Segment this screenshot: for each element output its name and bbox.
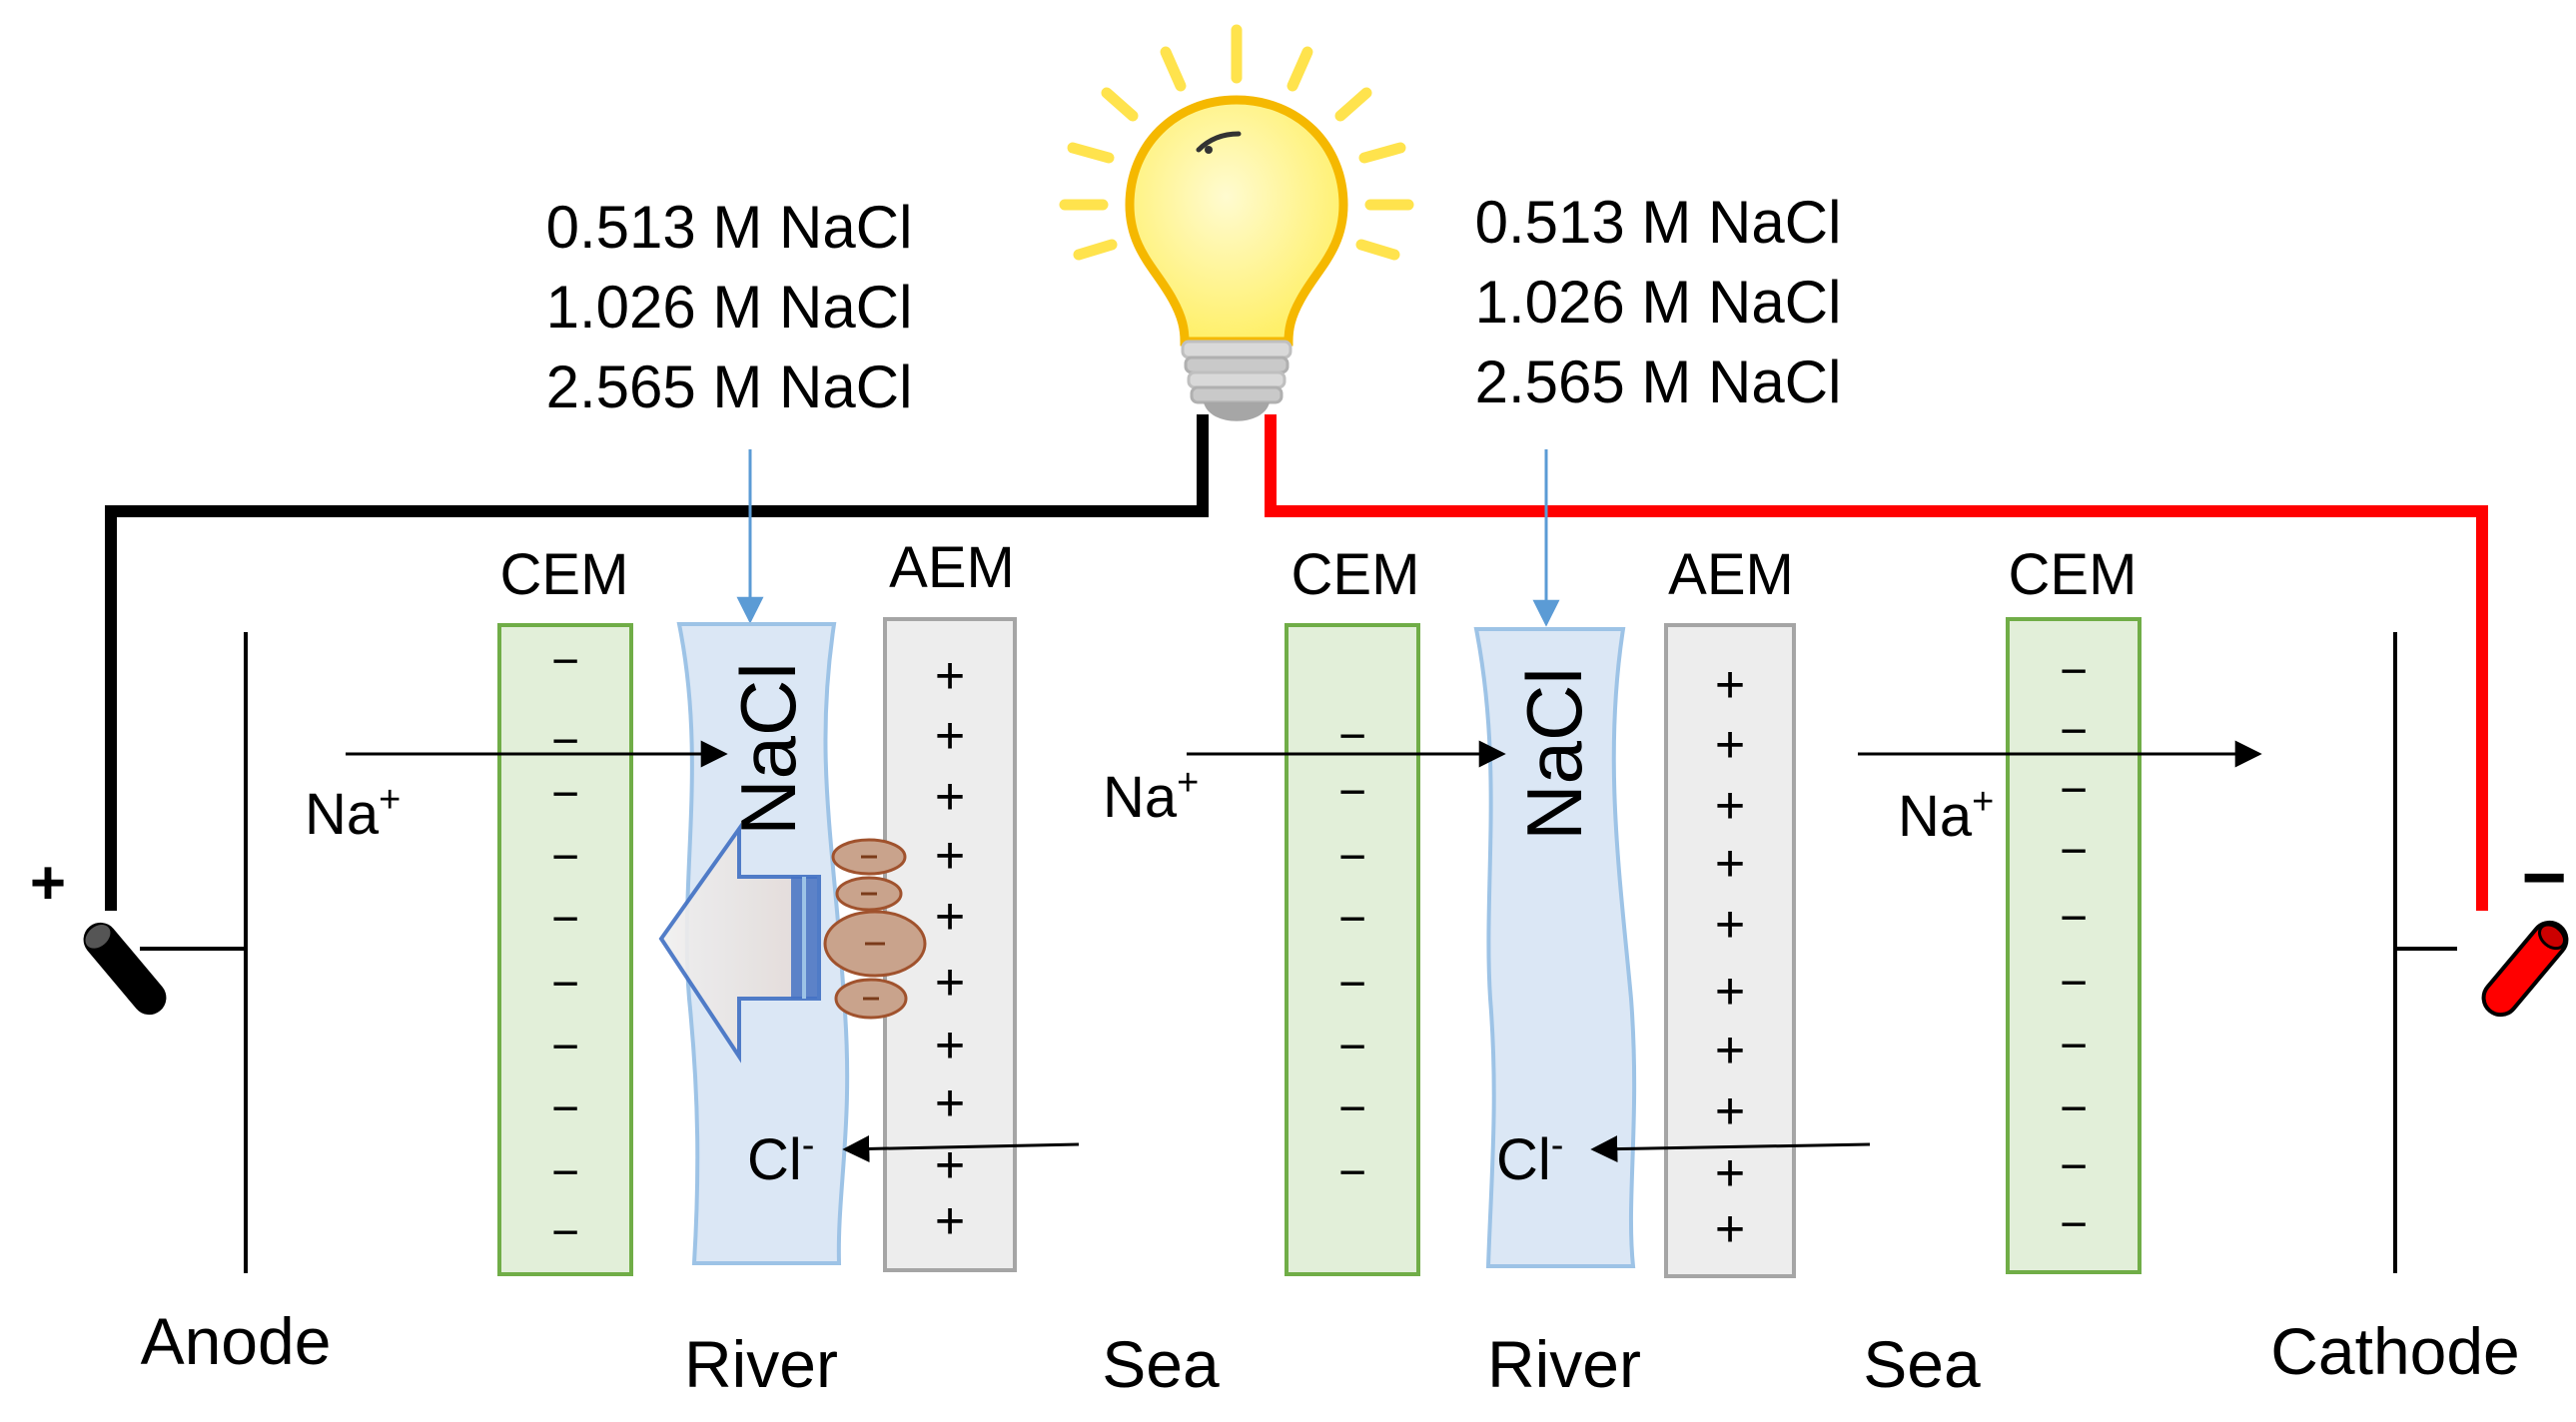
nacl-channel-right: [1473, 627, 1637, 1268]
negative-charge-cem-3-1: −: [2060, 705, 2088, 758]
cem-label-2: CEM: [1291, 542, 1420, 607]
anion-cluster: [823, 838, 927, 1020]
conc-left-3: 2.565 M NaCl: [546, 354, 913, 420]
cem-membrane-1: [497, 623, 633, 1276]
positive-charge-aem-2-4: +: [1715, 896, 1745, 954]
sea-label-2: Sea: [1863, 1327, 1981, 1401]
cl-arrow-1: [842, 1134, 1080, 1162]
cem-membrane-3: [2006, 617, 2142, 1274]
positive-charge-aem-1-3: +: [935, 827, 965, 885]
conc-left-1: 0.513 M NaCl: [546, 194, 913, 261]
positive-charge-aem-1-1: +: [935, 707, 965, 765]
cem-label-1: CEM: [500, 542, 629, 607]
conc-right-2: 1.026 M NaCl: [1475, 269, 1842, 336]
negative-charge-cem-1-8: −: [551, 1146, 579, 1199]
negative-charge-cem-2-3: −: [1338, 893, 1366, 946]
aem-membrane-2: [1664, 623, 1796, 1278]
negative-charge-cem-3-8: −: [2060, 1140, 2088, 1193]
negative-charge-cem-2-6: −: [1338, 1082, 1366, 1135]
positive-charge-aem-2-3: +: [1715, 835, 1745, 893]
positive-charge-aem-1-8: +: [935, 1136, 965, 1194]
na-ion-label-2: Na+: [1103, 762, 1199, 830]
nacl-label-left: NaCl: [724, 662, 812, 835]
anode-clip-icon: [83, 922, 167, 1016]
positive-charge-aem-1-5: +: [935, 954, 965, 1012]
negative-charge-cem-1-9: −: [551, 1206, 579, 1259]
positive-charge-aem-1-7: +: [935, 1074, 965, 1132]
negative-charge-cem-1-2: −: [551, 768, 579, 821]
positive-charge-aem-2-0: +: [1715, 656, 1745, 714]
negative-charge-cem-1-7: −: [551, 1082, 579, 1135]
light-bulb-icon: [1059, 24, 1414, 421]
negative-charge-cem-2-2: −: [1338, 831, 1366, 884]
positive-charge-aem-2-7: +: [1715, 1082, 1745, 1140]
positive-wire: [105, 414, 1209, 911]
negative-charge-cem-1-4: −: [551, 893, 579, 946]
membrane-charges: −−−−−−−−−−++++++++++−−−−−−−−++++++++++−−…: [551, 635, 2088, 1259]
sea-label-1: Sea: [1102, 1327, 1220, 1401]
positive-sign: +: [30, 849, 66, 918]
cathode-label: Cathode: [2270, 1314, 2520, 1388]
positive-charge-aem-2-6: +: [1715, 1022, 1745, 1079]
negative-charge-cem-3-4: −: [2060, 892, 2088, 945]
negative-charge-cem-3-7: −: [2060, 1082, 2088, 1135]
concentration-label-left: 0.513 M NaCl 1.026 M NaCl 2.565 M NaCl: [546, 194, 913, 420]
positive-charge-aem-2-2: +: [1715, 777, 1745, 835]
cem-label-3: CEM: [2009, 542, 2138, 607]
ion-flux-arrow: [658, 822, 821, 1064]
negative-charge-cem-2-1: −: [1338, 766, 1366, 819]
cl-arrow-2: [1590, 1135, 1871, 1163]
negative-charge-cem-2-7: −: [1338, 1146, 1366, 1199]
river-label-2: River: [1487, 1327, 1641, 1401]
negative-charge-cem-1-5: −: [551, 958, 579, 1011]
negative-charge-cem-3-5: −: [2060, 957, 2088, 1010]
conc-right-1: 0.513 M NaCl: [1475, 189, 1842, 256]
negative-charge-cem-1-0: −: [551, 635, 579, 688]
concentration-label-right: 0.513 M NaCl 1.026 M NaCl 2.565 M NaCl: [1475, 189, 1842, 415]
negative-charge-cem-1-6: −: [551, 1021, 579, 1073]
negative-charge-cem-2-4: −: [1338, 958, 1366, 1011]
positive-charge-aem-1-6: +: [935, 1017, 965, 1074]
positive-charge-aem-2-1: +: [1715, 716, 1745, 774]
negative-charge-cem-2-5: −: [1338, 1021, 1366, 1073]
river-label-1: River: [684, 1327, 838, 1401]
negative-wire: [1265, 414, 2488, 911]
positive-charge-aem-2-5: +: [1715, 963, 1745, 1021]
cl-ion-label-1: Cl-: [747, 1124, 814, 1192]
positive-charge-aem-2-9: +: [1715, 1200, 1745, 1258]
conc-right-3: 2.565 M NaCl: [1475, 349, 1842, 415]
negative-charge-cem-3-6: −: [2060, 1020, 2088, 1072]
negative-sign: −: [2521, 833, 2567, 921]
positive-charge-aem-2-8: +: [1715, 1144, 1745, 1202]
positive-charge-aem-1-9: +: [935, 1192, 965, 1250]
nacl-label-right: NaCl: [1510, 667, 1598, 840]
negative-charge-cem-1-1: −: [551, 715, 579, 768]
positive-charge-aem-1-0: +: [935, 647, 965, 705]
negative-charge-cem-3-9: −: [2060, 1198, 2088, 1251]
negative-charge-cem-3-2: −: [2060, 764, 2088, 817]
positive-charge-aem-1-2: +: [935, 768, 965, 826]
aem-label-1: AEM: [889, 535, 1015, 600]
na-ion-label-1: Na+: [305, 779, 401, 847]
negative-charge-cem-1-3: −: [551, 831, 579, 884]
na-ion-label-3: Na+: [1898, 781, 1994, 849]
negative-charge-cem-3-3: −: [2060, 825, 2088, 878]
positive-charge-aem-1-4: +: [935, 888, 965, 946]
cem-membrane-2: [1285, 623, 1420, 1276]
cl-ion-label-2: Cl-: [1496, 1124, 1563, 1192]
negative-charge-cem-3-0: −: [2060, 645, 2088, 698]
anode-label: Anode: [141, 1304, 332, 1378]
aem-label-2: AEM: [1668, 542, 1794, 607]
cathode-clip-icon: [2481, 920, 2569, 1018]
conc-left-2: 1.026 M NaCl: [546, 274, 913, 341]
